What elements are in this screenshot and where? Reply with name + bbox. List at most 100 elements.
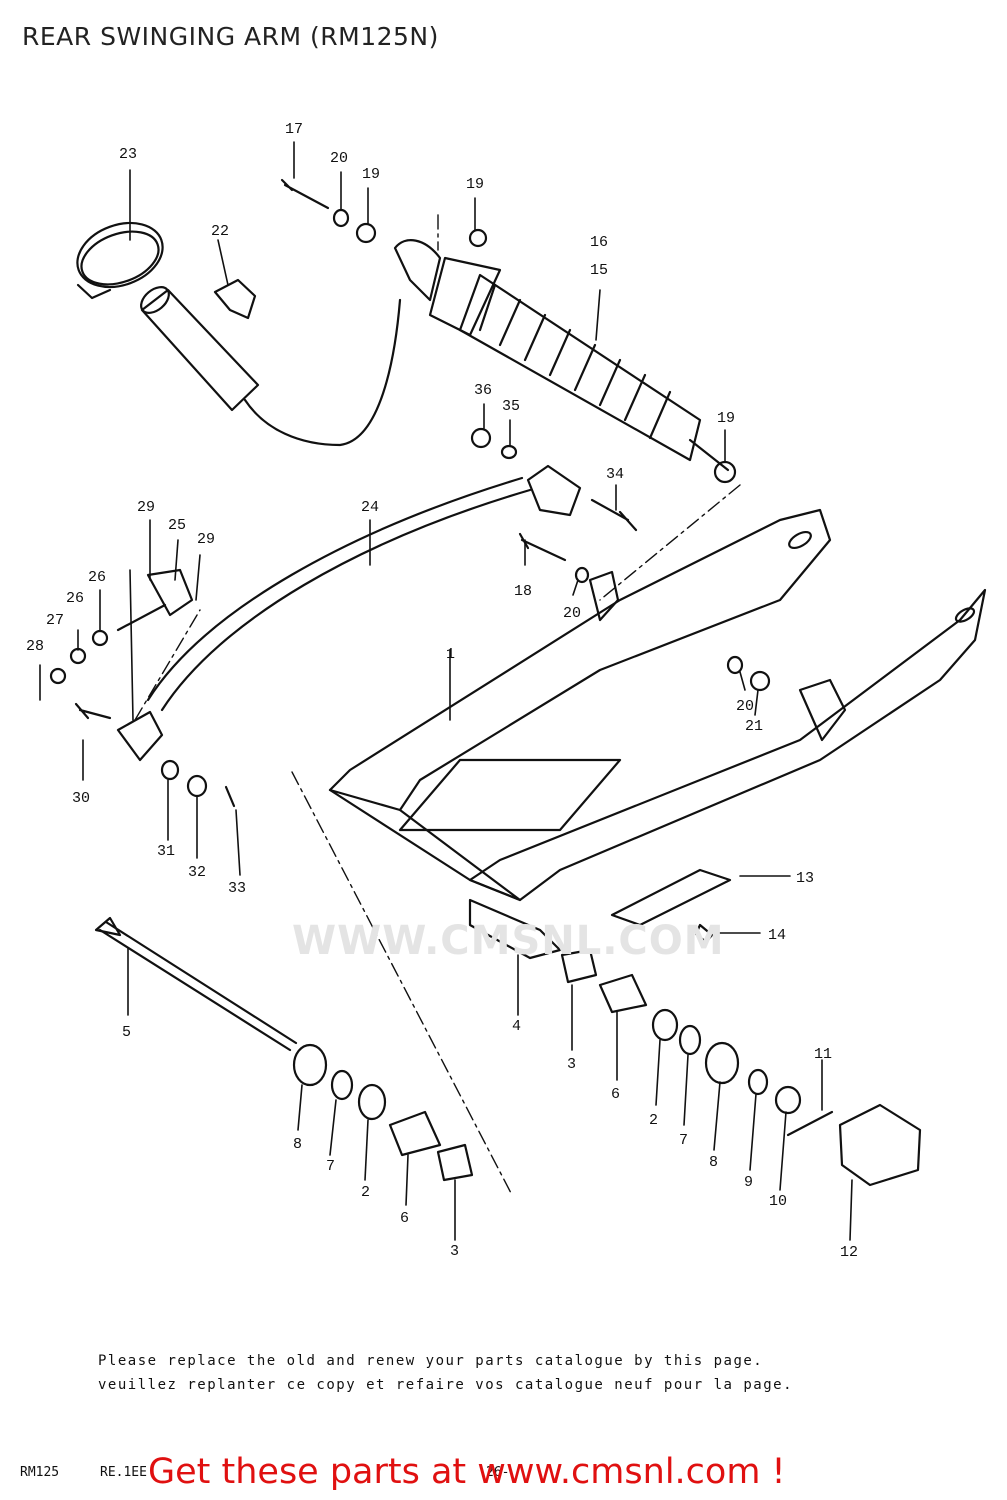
- label-11: 11: [814, 1046, 832, 1063]
- label-16: 16: [590, 234, 608, 251]
- label-35: 35: [502, 398, 520, 415]
- label-20-b: 20: [563, 605, 581, 622]
- part-20-washer-c: [726, 655, 744, 675]
- part-24-link: [116, 464, 582, 762]
- part-8-washer-b: [292, 1043, 328, 1087]
- label-36: 36: [474, 382, 492, 399]
- part-3-bushing: [560, 948, 598, 984]
- label-3-a: 3: [567, 1056, 576, 1073]
- part-25-bracket: [146, 568, 194, 617]
- part-14-screw: [694, 923, 714, 944]
- part-21-nut: [749, 670, 771, 692]
- part-20-washer: [332, 208, 350, 228]
- part-12-cap: [838, 1103, 922, 1187]
- part-2-seal-b: [357, 1083, 387, 1121]
- label-13: 13: [796, 870, 814, 887]
- label-8-a: 8: [709, 1154, 718, 1171]
- part-11-pin: [786, 1110, 834, 1137]
- part-5-bolt: [98, 920, 298, 1052]
- part-33-pin: [224, 785, 236, 808]
- label-6-b: 6: [400, 1210, 409, 1227]
- label-23: 23: [119, 146, 137, 163]
- label-9: 9: [744, 1174, 753, 1191]
- part-7-washer-b: [330, 1069, 354, 1101]
- footer-revision: RE.1EE: [100, 1465, 147, 1480]
- part-7-washer: [678, 1024, 702, 1056]
- label-25: 25: [168, 517, 186, 534]
- part-22-bracket: [213, 278, 257, 320]
- label-28: 28: [26, 638, 44, 655]
- part-26-nut: [91, 629, 109, 647]
- footer-model-code: RM125: [20, 1465, 60, 1480]
- label-24: 24: [361, 499, 379, 516]
- label-26-b: 26: [66, 590, 84, 607]
- label-19-b: 19: [466, 176, 484, 193]
- footer-page-number: 26-: [486, 1465, 510, 1480]
- label-1: 1: [446, 646, 455, 663]
- part-8-washer: [704, 1041, 740, 1085]
- part-3-bushing-b: [436, 1143, 474, 1182]
- label-34: 34: [606, 466, 624, 483]
- part-15-shock: [393, 239, 737, 484]
- part-35-washer: [500, 444, 518, 460]
- label-32: 32: [188, 864, 206, 881]
- part-19-nut-top: [468, 228, 488, 248]
- part-28-nut: [49, 667, 67, 685]
- part-23-clamp: [76, 221, 164, 300]
- page-title: REAR SWINGING ARM (RM125N): [22, 22, 439, 51]
- label-30: 30: [72, 790, 90, 807]
- part-34-screw: [590, 498, 638, 532]
- label-12: 12: [840, 1244, 858, 1261]
- label-21: 21: [745, 718, 763, 735]
- part-4-pivot: [468, 898, 562, 960]
- part-32-nut: [186, 774, 208, 798]
- label-6-a: 6: [611, 1086, 620, 1103]
- label-15: 15: [590, 262, 608, 279]
- label-31: 31: [157, 843, 175, 860]
- part-31-washer: [160, 759, 180, 781]
- label-29-a: 29: [137, 499, 155, 516]
- label-10: 10: [769, 1193, 787, 1210]
- label-4: 4: [512, 1018, 521, 1035]
- part-30-bolt: [74, 702, 112, 720]
- label-29-b: 29: [197, 531, 215, 548]
- label-19-c: 19: [717, 410, 735, 427]
- reservoir: [140, 286, 402, 447]
- label-19-a: 19: [362, 166, 380, 183]
- label-7-a: 7: [679, 1132, 688, 1149]
- label-3-b: 3: [450, 1243, 459, 1260]
- label-5: 5: [122, 1024, 131, 1041]
- part-20-washer-b: [574, 566, 590, 584]
- label-20: 20: [330, 150, 348, 167]
- label-20-c: 20: [736, 698, 754, 715]
- part-13-guide: [610, 868, 732, 927]
- replacement-note-en: Please replace the old and renew your pa…: [98, 1353, 764, 1369]
- part-2-seal: [651, 1008, 679, 1042]
- get-parts-link[interactable]: Get these parts at www.cmsnl.com !: [148, 1452, 786, 1492]
- part-36-nut: [470, 427, 492, 449]
- label-22: 22: [211, 223, 229, 240]
- part-6-bushing: [598, 973, 648, 1014]
- part-1-swingarm: [328, 508, 987, 902]
- label-2-a: 2: [649, 1112, 658, 1129]
- part-18-bolt: [518, 532, 567, 562]
- label-2-b: 2: [361, 1184, 370, 1201]
- label-14: 14: [768, 927, 786, 944]
- part-10-nut: [774, 1085, 802, 1115]
- label-7-b: 7: [326, 1158, 335, 1175]
- label-33: 33: [228, 880, 246, 897]
- part-19-nut: [355, 222, 377, 244]
- label-8-b: 8: [293, 1136, 302, 1153]
- part-9-washer: [747, 1068, 769, 1096]
- label-17: 17: [285, 121, 303, 138]
- label-26-a: 26: [88, 569, 106, 586]
- part-28-screw: [116, 603, 167, 632]
- part-17-bolt: [280, 178, 330, 210]
- part-27-nut: [69, 647, 87, 665]
- part-6-bushing-b: [388, 1110, 442, 1157]
- label-18: 18: [514, 583, 532, 600]
- watermark-text: WWW.CMSNL.COM: [292, 918, 725, 964]
- label-27: 27: [46, 612, 64, 629]
- replacement-note-fr: veuillez replanter ce copy et refaire vo…: [98, 1377, 794, 1393]
